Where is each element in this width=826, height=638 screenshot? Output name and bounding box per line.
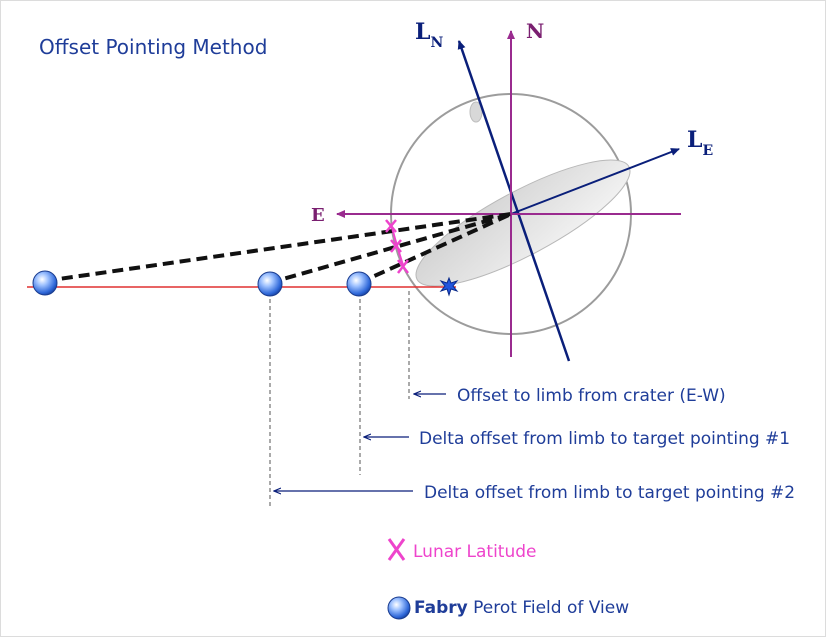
fov-ball-icon xyxy=(32,270,58,296)
moon-pole-cap xyxy=(469,101,483,123)
fov-ball-icon xyxy=(257,271,283,297)
legend-fov: Fabry Perot Field of View xyxy=(414,598,629,618)
east-label: E xyxy=(311,205,325,226)
pointing-line-1 xyxy=(268,212,512,285)
diagram-title: Offset Pointing Method xyxy=(39,35,267,59)
pointing-line-2 xyxy=(44,212,512,283)
offset-limb-label: Offset to limb from crater (E-W) xyxy=(457,386,726,406)
crater-star-icon xyxy=(439,276,459,297)
lunar-east-axis xyxy=(510,148,680,215)
lunar-east-label: LE xyxy=(687,127,713,159)
delta-1-label: Delta offset from limb to target pointin… xyxy=(419,429,790,449)
delta-2-label: Delta offset from limb to target pointin… xyxy=(424,483,795,503)
lunar-equator-disc xyxy=(415,159,631,287)
legend-lunar-latitude: Lunar Latitude xyxy=(413,542,537,562)
north-label: N xyxy=(526,19,544,43)
lunar-north-axis xyxy=(457,40,571,362)
lunar-latitude-legend-icon xyxy=(387,538,406,561)
lunar-latitude-marks xyxy=(385,219,409,274)
lunar-north-label: LN xyxy=(415,19,443,51)
fov-legend-icon xyxy=(387,596,411,620)
fov-ball-icon xyxy=(346,271,372,297)
pointing-line-limb xyxy=(358,212,512,285)
